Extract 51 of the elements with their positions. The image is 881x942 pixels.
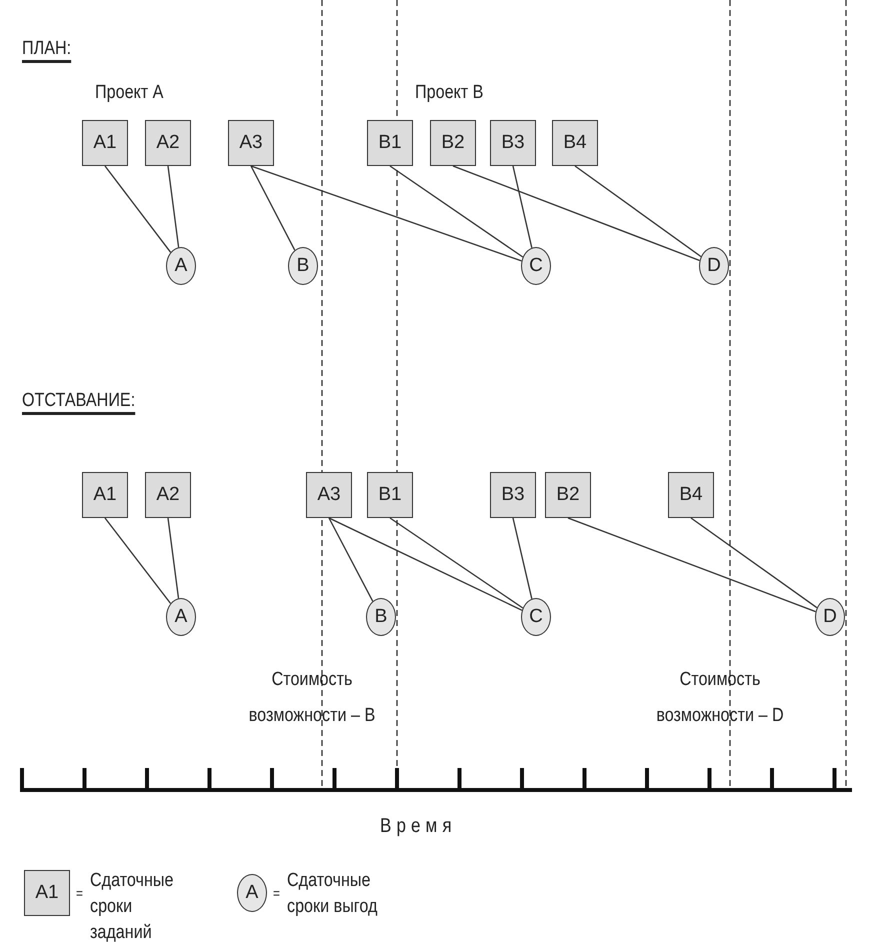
- connector-line: [452, 165, 700, 262]
- connector-line: [104, 518, 172, 604]
- legend-text: Сдаточные сроки заданий: [90, 869, 174, 942]
- benefit-deadline-circle: B: [366, 598, 396, 636]
- project-label: Проект A: [95, 82, 164, 104]
- connector-line: [167, 518, 180, 598]
- benefit-deadline-circle: D: [815, 598, 845, 636]
- connector-line: [390, 517, 524, 609]
- connector-line: [690, 517, 818, 608]
- project-label: Проект B: [415, 82, 484, 104]
- task-deadline-box: A1: [82, 120, 128, 166]
- connector-line: [328, 517, 522, 611]
- benefit-deadline-circle: A: [237, 874, 267, 912]
- task-deadline-box: B2: [430, 120, 476, 166]
- task-deadline-box: B2: [545, 472, 591, 518]
- connector-line: [250, 166, 296, 250]
- benefit-deadline-circle: C: [521, 598, 551, 636]
- axis-title: Время: [380, 815, 457, 838]
- task-deadline-box: A1: [82, 472, 128, 518]
- section-heading: ОТСТАВАНИЕ:: [22, 390, 136, 412]
- equals-sign: =: [76, 885, 83, 901]
- task-deadline-box: B4: [552, 120, 598, 166]
- task-deadline-box: B4: [668, 472, 714, 518]
- task-deadline-box: A2: [145, 120, 191, 166]
- connector-line: [250, 165, 522, 262]
- connector-line: [167, 166, 180, 248]
- task-deadline-box: A3: [306, 472, 352, 518]
- task-deadline-box: B1: [367, 472, 413, 518]
- connector-line: [104, 166, 172, 253]
- section-heading: ПЛАН:: [22, 38, 72, 60]
- connector-line: [568, 517, 816, 612]
- connector-line: [512, 166, 532, 248]
- benefit-deadline-circle: A: [166, 247, 196, 285]
- task-deadline-box: A3: [228, 120, 274, 166]
- task-deadline-box: B3: [490, 120, 536, 166]
- opportunity-cost-note: Стоимость возможности – B: [248, 668, 376, 728]
- benefit-deadline-circle: B: [288, 247, 318, 285]
- benefit-deadline-circle: C: [521, 247, 551, 285]
- opportunity-cost-note: Стоимость возможности – D: [655, 668, 785, 728]
- task-deadline-box: B3: [490, 472, 536, 518]
- benefit-deadline-circle: A: [166, 598, 196, 636]
- equals-sign: =: [273, 885, 280, 901]
- connector-line: [328, 518, 374, 602]
- connector-line: [512, 518, 532, 599]
- connector-line: [390, 165, 524, 258]
- legend-text: Сдаточные сроки выгод: [287, 869, 378, 919]
- task-deadline-box: A2: [145, 472, 191, 518]
- task-deadline-box: A1: [24, 870, 70, 916]
- benefit-deadline-circle: D: [699, 247, 729, 285]
- connector-line: [574, 165, 702, 258]
- task-deadline-box: B1: [367, 120, 413, 166]
